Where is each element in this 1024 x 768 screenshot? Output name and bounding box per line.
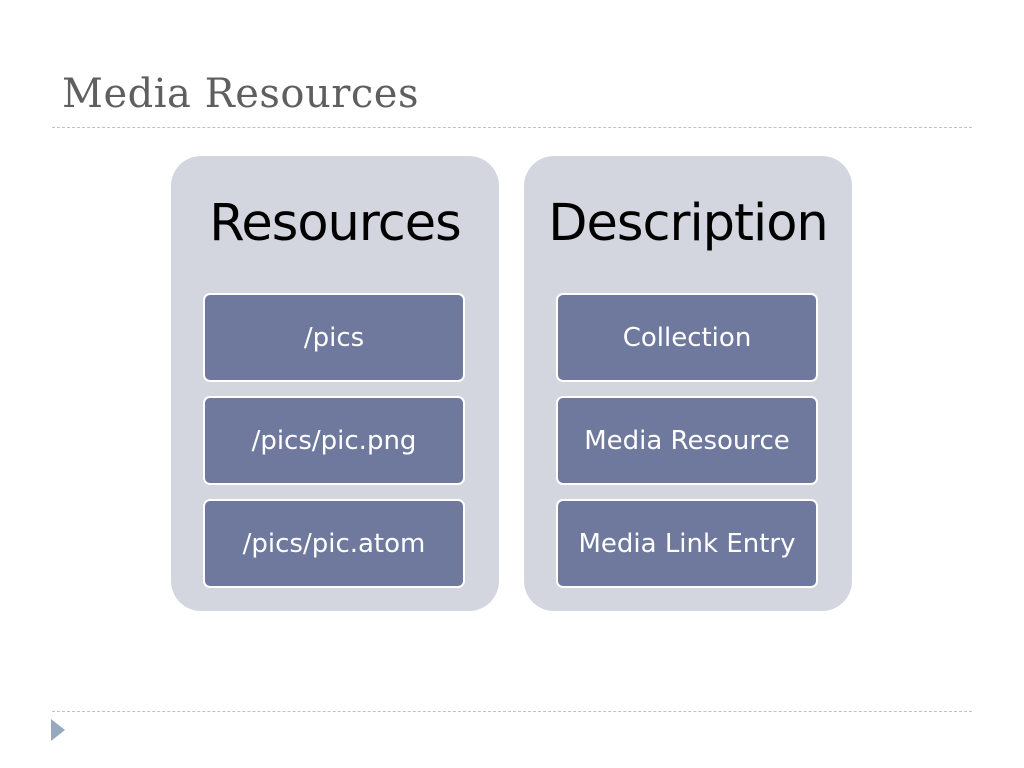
resource-item: /pics: [203, 293, 465, 382]
title-divider: [52, 127, 972, 128]
resources-heading: Resources: [209, 194, 461, 253]
description-item: Collection: [556, 293, 818, 382]
slide-title: Media Resources: [62, 71, 419, 117]
description-item: Media Link Entry: [556, 499, 818, 588]
triangle-bullet-icon: [51, 719, 65, 741]
resource-item: /pics/pic.atom: [203, 499, 465, 588]
description-panel: Description Collection Media Resource Me…: [524, 156, 852, 611]
description-heading: Description: [548, 194, 828, 253]
resources-panel: Resources /pics /pics/pic.png /pics/pic.…: [171, 156, 499, 611]
footer-divider: [52, 711, 972, 712]
description-item: Media Resource: [556, 396, 818, 485]
resource-item: /pics/pic.png: [203, 396, 465, 485]
